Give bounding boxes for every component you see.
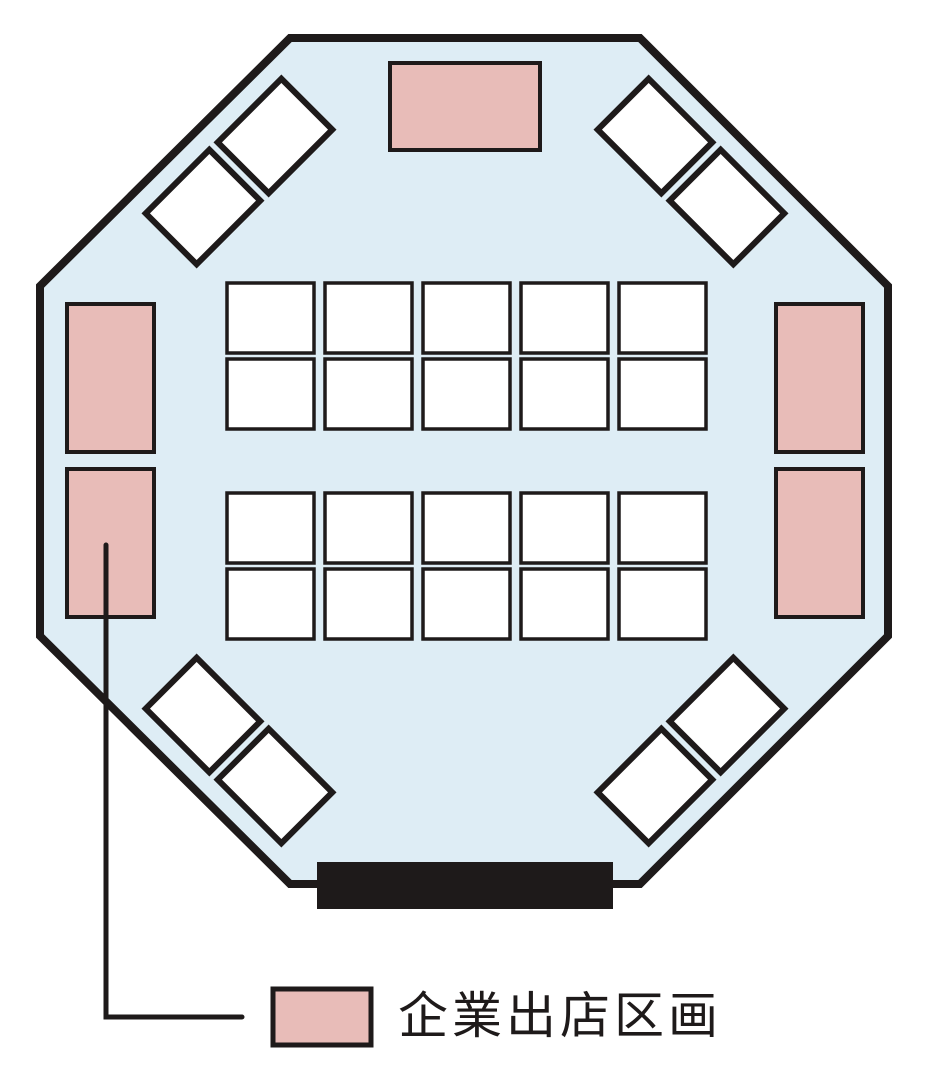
booth: [225, 357, 316, 431]
booth: [617, 567, 708, 641]
diagonal-booth: [593, 724, 717, 848]
company-booth-right-2: [774, 467, 865, 619]
booth: [421, 491, 512, 565]
booth: [323, 357, 414, 431]
booth: [519, 281, 610, 355]
booth: [519, 491, 610, 565]
booth: [225, 567, 316, 641]
booth: [617, 357, 708, 431]
diagonal-booth: [141, 145, 265, 269]
company-booth-right-1: [774, 302, 865, 454]
booth: [421, 281, 512, 355]
legend-swatch: [270, 986, 374, 1048]
booth: [617, 281, 708, 355]
booth: [323, 281, 414, 355]
diagonal-booth: [665, 145, 789, 269]
booth: [225, 491, 316, 565]
venue-floor: [36, 34, 892, 888]
booth: [617, 491, 708, 565]
booth: [421, 357, 512, 431]
booth: [421, 567, 512, 641]
company-booth-left-2: [65, 467, 156, 619]
diagonal-booth: [665, 653, 789, 777]
legend-label: 企業出店区画: [398, 987, 722, 1045]
stage: [317, 862, 613, 909]
company-booth-top: [388, 61, 542, 152]
company-booth-left-1: [65, 302, 156, 454]
booth: [519, 567, 610, 641]
booth: [519, 357, 610, 431]
diagonal-booth: [213, 724, 337, 848]
booth: [225, 281, 316, 355]
legend-leader-line: [103, 542, 245, 1020]
diagonal-booth: [593, 74, 717, 198]
booth: [323, 491, 414, 565]
diagonal-booth: [213, 74, 337, 198]
diagonal-booth: [141, 653, 265, 777]
booth: [323, 567, 414, 641]
